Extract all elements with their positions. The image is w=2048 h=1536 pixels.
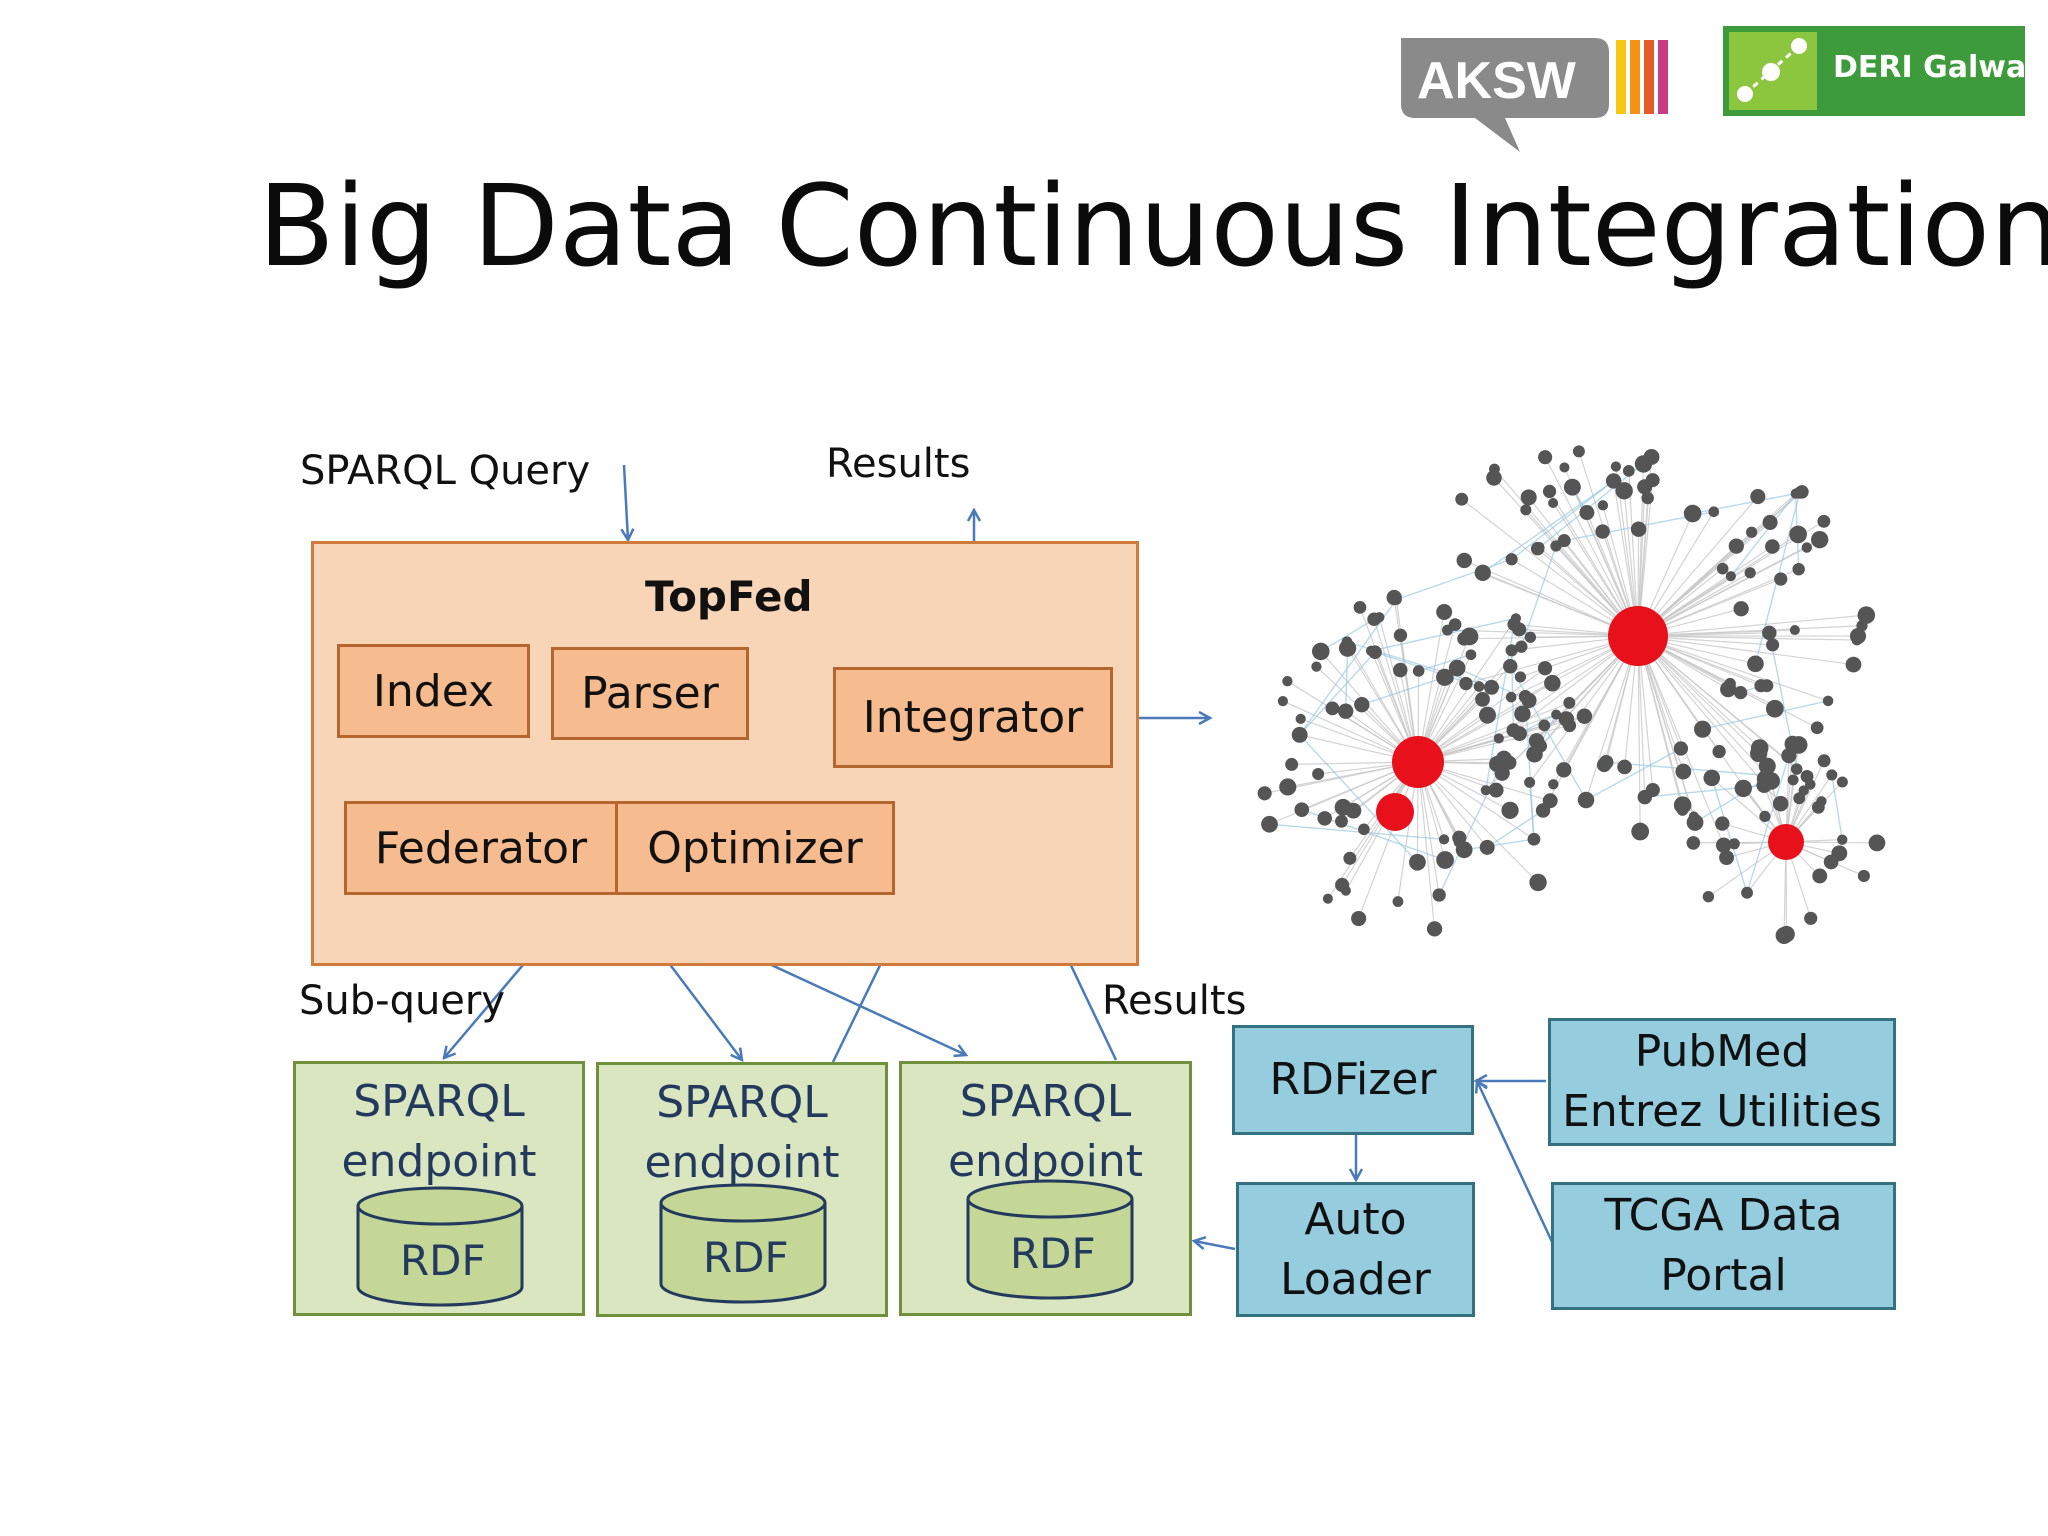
tcga-line2: Portal xyxy=(1660,1250,1787,1301)
optimizer-box: Optimizer xyxy=(615,801,895,895)
deri-galway-logo: DERI Galway xyxy=(1723,26,2045,116)
rdf-cylinder-3 xyxy=(966,1179,1134,1300)
endpoint-1-line2: endpoint xyxy=(341,1136,537,1187)
arrow-query-in xyxy=(624,464,628,540)
sparql-endpoint-3: SPARQL endpoint xyxy=(899,1061,1192,1316)
arrow-tcga-rdfizer xyxy=(1477,1081,1555,1245)
endpoint-1-line1: SPARQL xyxy=(353,1076,525,1127)
slide-title: Big Data Continuous Integration xyxy=(258,162,2048,292)
deri-logo-text: DERI Galway xyxy=(1833,50,2045,85)
index-label: Index xyxy=(372,665,495,717)
rdf-label-2: RDF xyxy=(703,1233,789,1282)
tcga-line1: TCGA Data xyxy=(1604,1190,1843,1241)
results-bottom-label: Results xyxy=(1102,978,1247,1024)
rdfizer-box: RDFizer xyxy=(1232,1025,1474,1135)
topfed-title: TopFed xyxy=(645,572,813,621)
aksw-logo-text: AKSW xyxy=(1417,52,1577,110)
index-box: Index xyxy=(337,644,530,738)
rdf-cylinder-1 xyxy=(356,1186,524,1307)
optimizer-label: Optimizer xyxy=(647,822,863,874)
rdf-label-1: RDF xyxy=(400,1236,486,1285)
rdf-label-3: RDF xyxy=(1010,1229,1096,1278)
endpoint-2-line2: endpoint xyxy=(644,1137,840,1188)
endpoint-2-line1: SPARQL xyxy=(656,1077,828,1128)
endpoint-3-line2: endpoint xyxy=(947,1136,1144,1187)
results-top-label: Results xyxy=(826,441,971,487)
pubmed-line1: PubMed xyxy=(1634,1026,1810,1077)
integrator-label: Integrator xyxy=(862,692,1084,743)
auto-loader-line2: Loader xyxy=(1280,1253,1431,1305)
aksw-logo: AKSW xyxy=(1395,34,1680,152)
federator-label: Federator xyxy=(374,822,588,874)
parser-label: Parser xyxy=(581,668,719,719)
rdf-cylinder-2 xyxy=(659,1183,827,1304)
sparql-query-label: SPARQL Query xyxy=(300,448,591,494)
integrator-box: Integrator xyxy=(833,667,1113,768)
auto-loader-line1: Auto xyxy=(1304,1193,1407,1245)
arrow-autoloader-endpoint xyxy=(1194,1241,1236,1251)
parser-box: Parser xyxy=(551,647,749,740)
federator-box: Federator xyxy=(344,801,618,895)
subquery-label: Sub-query xyxy=(299,978,506,1024)
pubmed-line2: Entrez Utilities xyxy=(1562,1086,1882,1137)
endpoint-3-line1: SPARQL xyxy=(959,1076,1132,1127)
rdfizer-label: RDFizer xyxy=(1269,1054,1437,1105)
